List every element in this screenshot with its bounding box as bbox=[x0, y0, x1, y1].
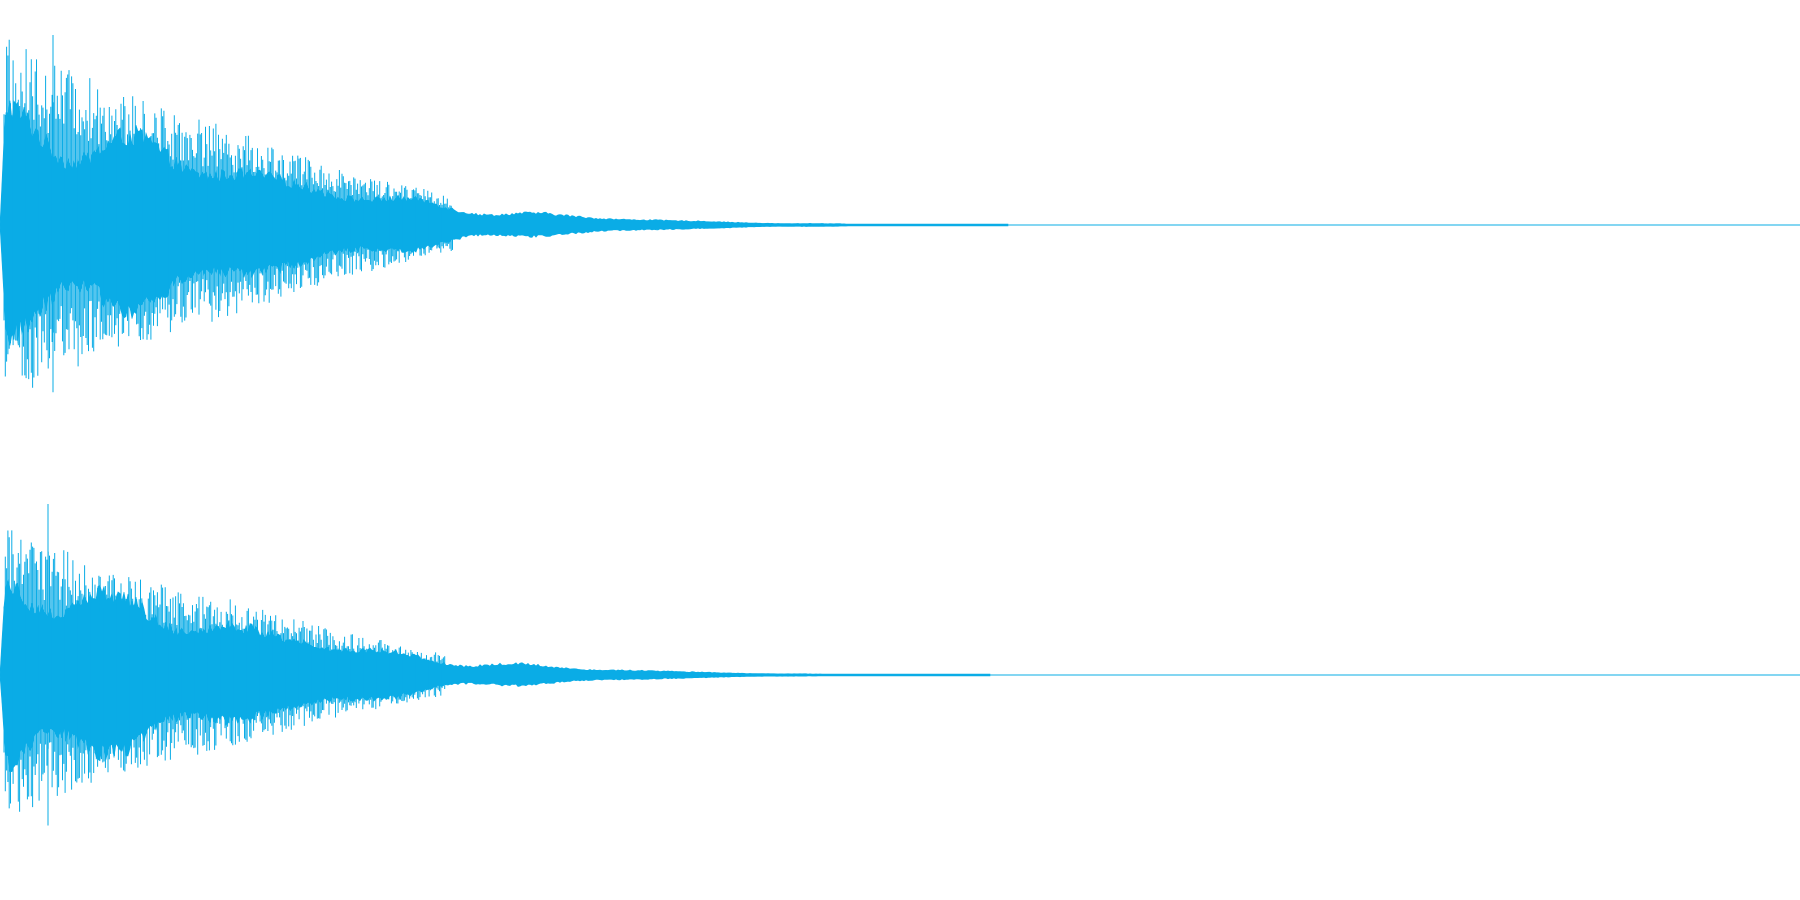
channel-left-waveform bbox=[0, 35, 1800, 393]
channel-right-spikes bbox=[3, 504, 446, 826]
channel-left-spikes bbox=[3, 35, 453, 393]
channel-right-waveform bbox=[0, 504, 1800, 826]
